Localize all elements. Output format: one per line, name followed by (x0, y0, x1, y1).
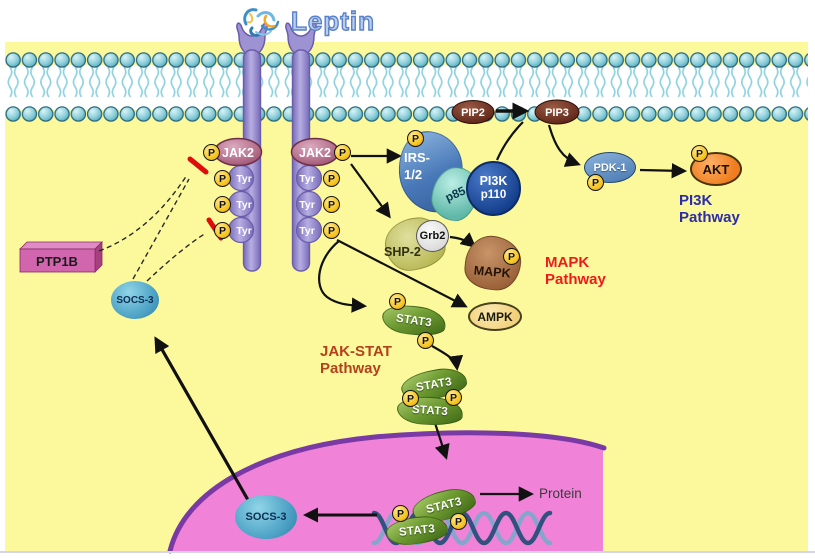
irs-label: IRS- 1/2 (404, 150, 430, 184)
ampk-kinase: AMPK (468, 302, 522, 331)
mapk-label: MAPK (473, 263, 512, 281)
phospho-badge: P (214, 170, 231, 187)
mapk-pathway-line1: MAPK (545, 254, 590, 271)
phospho-badge: P (587, 174, 604, 191)
phospho-badge: P (691, 145, 708, 162)
bottom-border (0, 551, 815, 553)
lipid-bilayer (5, 52, 808, 122)
socs3-cytoplasmic: SOCS-3 (111, 281, 159, 319)
akt-label: AKT (702, 161, 730, 177)
shp2-label: SHP-2 (384, 245, 421, 259)
pi3k-pathway-line2: Pathway (679, 209, 740, 227)
phospho-badge: P (323, 222, 340, 239)
jak-stat-pathway-line2: Pathway (320, 360, 381, 378)
phospho-badge: P (445, 389, 462, 406)
mapk-pathway-label: MAPK Pathway (545, 254, 606, 289)
phospho-badge: P (214, 222, 231, 239)
p85-label: p85 (442, 183, 468, 205)
phospho-badge: P (503, 248, 520, 265)
stat3-label: STAT3 (411, 403, 449, 419)
jak-stat-pathway-label: JAK-STAT Pathway (320, 343, 392, 378)
pi3k-pathway-label: PI3K Pathway (679, 192, 740, 227)
pi3k-pathway-line1: PI3K (679, 192, 713, 209)
phospho-badge: P (334, 144, 351, 161)
phospho-badge: P (214, 196, 231, 213)
socs3-label: SOCS-3 (116, 294, 154, 306)
phospho-badge: P (450, 513, 467, 530)
pdk1-label: PDK-1 (593, 161, 627, 174)
phospho-badge: P (407, 130, 424, 147)
phospho-badge: P (389, 293, 406, 310)
phospho-badge: P (323, 170, 340, 187)
pi3k-label-line1: PI3K (479, 174, 508, 189)
pi3k-p110-subunit: PI3K p110 (466, 161, 521, 216)
stat3-label: STAT3 (398, 522, 436, 539)
leptin-title: Leptin (290, 5, 375, 36)
irs-label-line1: IRS- (404, 150, 430, 165)
pi3k-label-line2: p110 (480, 189, 507, 202)
phospho-badge: P (323, 196, 340, 213)
ampk-label: AMPK (477, 309, 513, 324)
phospho-badge: P (392, 505, 409, 522)
phospho-badge: P (417, 332, 434, 349)
protein-output-label: Protein (539, 486, 582, 501)
stat3-label: STAT3 (395, 312, 433, 329)
socs3-nuclear: SOCS-3 (235, 495, 297, 539)
cell-membrane (5, 52, 808, 122)
socs3-label: SOCS-3 (245, 511, 287, 523)
phospho-badge: P (203, 144, 220, 161)
pdk1-kinase: PDK-1 (584, 152, 636, 183)
phospho-badge: P (402, 390, 419, 407)
mapk-pathway-line2: Pathway (545, 271, 606, 289)
leptin-protein-icon (243, 8, 280, 37)
irs-label-line2: 1/2 (404, 166, 423, 182)
jak-stat-pathway-line1: JAK-STAT (320, 343, 392, 360)
grb2-label: Grb2 (419, 230, 446, 242)
